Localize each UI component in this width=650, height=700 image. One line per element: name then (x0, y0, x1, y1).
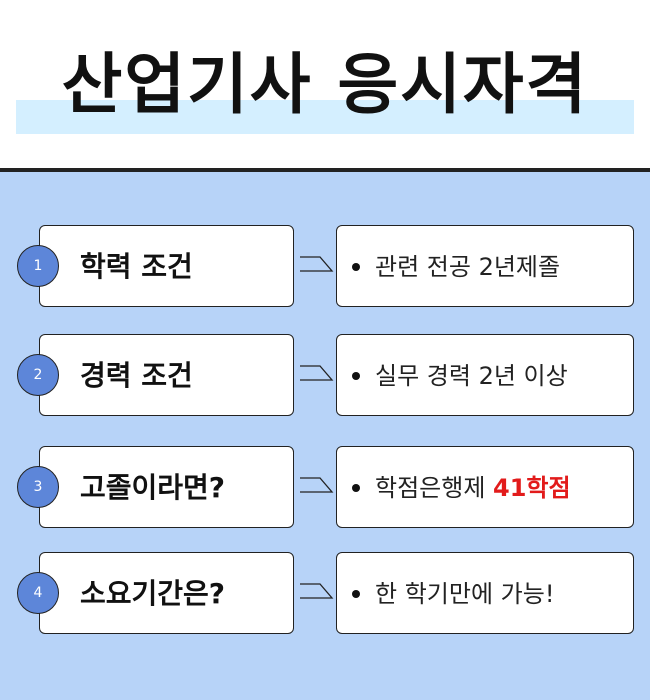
bullet-icon (352, 263, 360, 271)
label-box: 경력 조건 (39, 334, 294, 416)
arrow-icon (300, 256, 334, 272)
value-box: 학점은행제 41학점 (336, 446, 634, 528)
row-duration: 소요기간은? 4 한 학기만에 가능! (0, 552, 650, 634)
row-label: 소요기간은? (80, 577, 226, 610)
value-box: 실무 경력 2년 이상 (336, 334, 634, 416)
qualification-panel: 학력 조건 1 관련 전공 2년제졸 경력 조건 2 실무 경력 2년 이상 고… (0, 172, 650, 700)
number-badge: 3 (17, 466, 59, 508)
title-highlight (16, 100, 634, 134)
number-badge: 2 (17, 354, 59, 396)
value-box: 관련 전공 2년제졸 (336, 225, 634, 307)
row-value: 실무 경력 2년 이상 (375, 362, 568, 390)
bullet-icon (352, 590, 360, 598)
value-box: 한 학기만에 가능! (336, 552, 634, 634)
row-label: 고졸이라면? (80, 471, 226, 504)
arrow-icon (300, 477, 334, 493)
label-box: 소요기간은? (39, 552, 294, 634)
bullet-icon (352, 484, 360, 492)
row-experience: 경력 조건 2 실무 경력 2년 이상 (0, 334, 650, 416)
arrow-icon (300, 365, 334, 381)
arrow-icon (300, 583, 334, 599)
row-value: 관련 전공 2년제졸 (375, 253, 561, 281)
number-badge: 4 (17, 572, 59, 614)
label-box: 학력 조건 (39, 225, 294, 307)
row-label: 학력 조건 (80, 250, 193, 283)
label-box: 고졸이라면? (39, 446, 294, 528)
row-label: 경력 조건 (80, 359, 193, 392)
row-value: 한 학기만에 가능! (375, 580, 555, 608)
credit-highlight: 41학점 (493, 474, 571, 502)
row-value: 학점은행제 41학점 (375, 474, 571, 502)
row-highschool: 고졸이라면? 3 학점은행제 41학점 (0, 446, 650, 528)
bullet-icon (352, 372, 360, 380)
row-education: 학력 조건 1 관련 전공 2년제졸 (0, 225, 650, 307)
divider (0, 168, 650, 172)
header: 산업기사 응시자격 (0, 0, 650, 168)
page-title: 산업기사 응시자격 (61, 46, 589, 123)
number-badge: 1 (17, 245, 59, 287)
